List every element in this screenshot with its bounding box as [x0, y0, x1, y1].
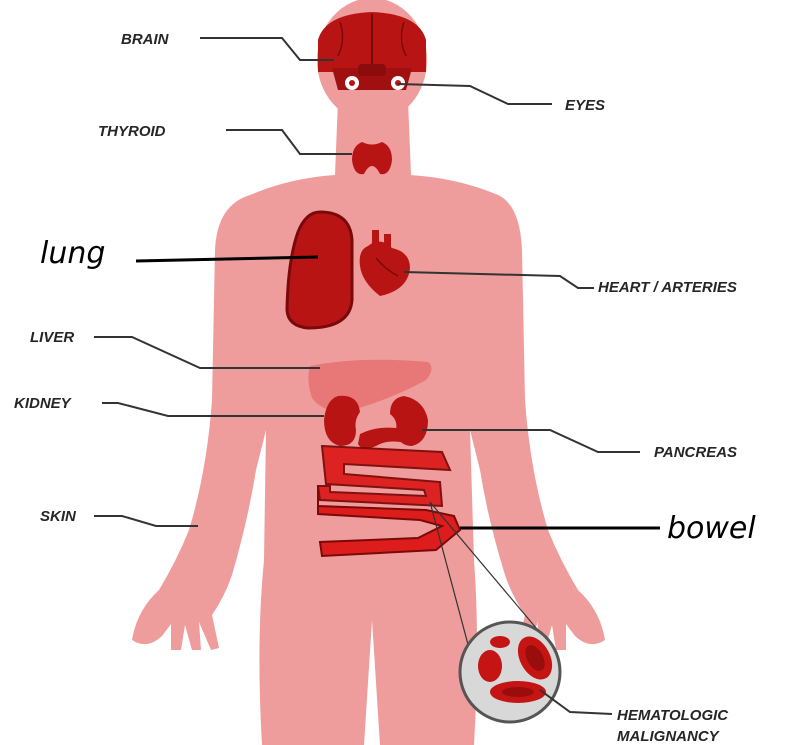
label-thyroid: THYROID — [98, 123, 166, 140]
label-heart-arteries: HEART / ARTERIES — [598, 279, 737, 296]
label-skin: SKIN — [40, 508, 77, 525]
label-pancreas: PANCREAS — [654, 444, 737, 461]
label-bowel: bowel — [667, 511, 756, 546]
label-lung: lung — [40, 236, 105, 271]
label-eyes: EYES — [565, 97, 605, 114]
label-brain: BRAIN — [121, 31, 170, 48]
label-kidney: KIDNEY — [14, 395, 73, 412]
label-liver: LIVER — [30, 329, 74, 346]
label-hematologic: HEMATOLOGIC — [617, 707, 729, 724]
label-malignancy: MALIGNANCY — [617, 728, 721, 745]
